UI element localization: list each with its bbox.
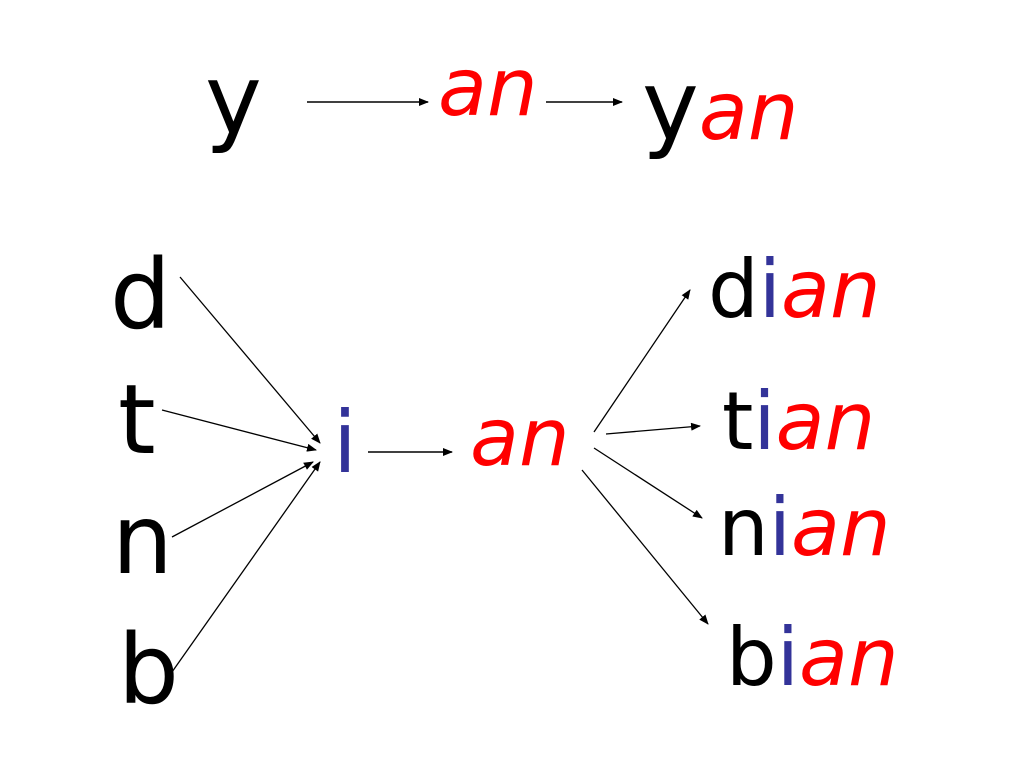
result-tian-final: an — [775, 375, 876, 468]
result-tian: tian — [722, 382, 875, 462]
result-tian-initial: t — [722, 375, 754, 468]
result-nian-final: an — [790, 481, 891, 574]
center-final-an: an — [470, 391, 570, 484]
arrow-an-to-dian — [593, 289, 691, 433]
arrow-an-to-tian — [605, 422, 701, 435]
arrow-an-to-bian — [581, 469, 709, 625]
result-nian: nian — [718, 488, 891, 568]
top-initial-y: y — [205, 44, 262, 156]
result-nian-initial: n — [718, 481, 769, 574]
initial-t: t — [118, 364, 156, 476]
arrow-d-to-i — [179, 276, 321, 444]
result-bian-initial: b — [726, 611, 777, 704]
result-dian-final: an — [781, 243, 881, 336]
arrow-an-to-nian — [593, 447, 703, 519]
result-bian: bian — [726, 618, 899, 698]
result-tian-medial: i — [753, 375, 776, 468]
arrow-b-to-i — [171, 461, 321, 673]
medial-i: i — [333, 393, 357, 493]
top-result-final: an — [698, 65, 799, 158]
arrow-n-to-i — [171, 461, 314, 538]
result-bian-final: an — [799, 611, 899, 704]
top-result-yan: yan — [642, 58, 799, 154]
result-dian-medial: i — [758, 243, 782, 336]
initial-b: b — [118, 614, 179, 726]
result-dian-initial: d — [708, 243, 759, 336]
initial-d: d — [110, 239, 171, 351]
initial-n: n — [112, 484, 173, 596]
result-dian: dian — [708, 250, 881, 330]
top-result-initial: y — [642, 50, 699, 162]
top-final-an: an — [438, 41, 538, 134]
result-nian-medial: i — [768, 481, 791, 574]
arrow-t-to-i — [161, 409, 317, 452]
result-bian-medial: i — [776, 611, 800, 704]
